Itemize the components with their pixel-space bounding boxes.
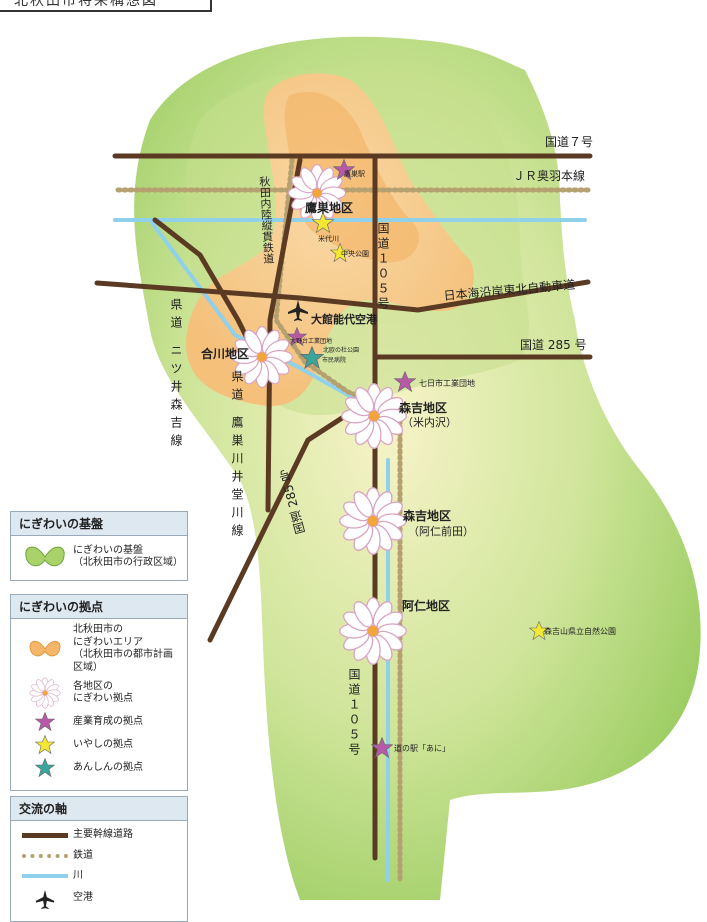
legend-item: 鉄道 (17, 850, 181, 863)
legend-item: 空港 (17, 889, 181, 909)
legend-item: 産業育成の拠点 (17, 712, 181, 732)
label-moriyoshi-yonaizawa-sub: （米内沢） (402, 415, 457, 429)
legend-axis-text-0: 主要幹線道路 (73, 829, 133, 840)
label-station-area: 鷹巣駅 (344, 169, 365, 178)
label-yoneshiro-river: 米代川 (318, 234, 339, 243)
legend-hubs-text-3: いやしの拠点 (73, 738, 133, 750)
label-takanosu: 鷹巣地区 (305, 200, 353, 215)
road-line-icon (17, 832, 73, 838)
label-nairiku-line: 秋田内陸縦貫鉄道 (257, 174, 275, 264)
river-line-icon (17, 874, 73, 879)
label-pref-takanosu: 県道 鷹巣川井堂川線 (230, 370, 244, 542)
label-michi-eki: 道の駅「あに」 (394, 743, 450, 753)
legend-hubs-text-4: あんしんの拠点 (73, 761, 143, 773)
label-pref-futatsui: 県道 ニツ井森吉線 (169, 298, 183, 452)
label-ani: 阿仁地区 (402, 598, 450, 613)
legend-item: にぎわいの基盤 （北秋田市の行政区域） (17, 544, 183, 570)
flower-icon (17, 677, 73, 709)
butterfly-orange-icon (17, 636, 73, 662)
legend-hubs-text-0: 北秋田市の にぎわいエリア （北秋田市の都市計画区域） (73, 624, 173, 673)
butterfly-green-icon (17, 544, 73, 570)
label-route105-south: 国道１０５号 (347, 668, 361, 758)
label-hospital: 市民病院 (322, 356, 346, 364)
legend-axis: 交流の軸 主要幹線道路 鉄道 川 空港 (10, 796, 188, 922)
label-chuo-park: 中央公園 (341, 249, 369, 258)
teal-star-icon (17, 758, 73, 778)
legend-item: 北秋田市の にぎわいエリア （北秋田市の都市計画区域） (17, 624, 181, 674)
label-kita-park: 北欧の杜公園 (323, 346, 359, 354)
purple-star-icon (17, 712, 73, 732)
legend-hubs: にぎわいの拠点 北秋田市の にぎわいエリア （北秋田市の都市計画区域） 各地区の… (10, 594, 188, 791)
legend-hubs-text-2: 産業育成の拠点 (73, 715, 143, 727)
legend-axis-text-2: 川 (73, 870, 83, 881)
legend-hubs-heading: にぎわいの拠点 (11, 595, 187, 619)
airplane-icon (288, 300, 308, 321)
label-moriyoshi-ani: 森吉地区 (403, 508, 451, 523)
airplane-icon (17, 889, 73, 909)
legend-item: あんしんの拠点 (17, 758, 181, 778)
yellow-star-icon (17, 735, 73, 755)
label-route285-east: 国道 285 号 (520, 338, 587, 352)
label-jr-line: ＪＲ奥羽本線 (513, 168, 585, 183)
legend-axis-text-1: 鉄道 (73, 849, 93, 861)
rail-line-icon (17, 853, 73, 858)
label-moriyoshi-yonaizawa: 森吉地区 (399, 400, 447, 415)
label-industrial-aikawa: 大野台工業団地 (290, 337, 332, 345)
label-airport: 大館能代空港 (311, 312, 378, 326)
label-moriyoshi-ani-sub: （阿仁前田） (408, 524, 474, 538)
label-moriyoshi-park: 森吉山県立自然公園 (544, 626, 616, 636)
legend-item: 川 (17, 870, 181, 883)
legend-item: 各地区の にぎわい拠点 (17, 677, 181, 709)
map-title: 北秋田市将来構想図 (0, 0, 212, 12)
legend-base-text: にぎわいの基盤 （北秋田市の行政区域） (73, 544, 183, 569)
legend-axis-heading: 交流の軸 (11, 797, 187, 821)
label-route7: 国道７号 (545, 135, 593, 149)
label-aikawa: 合川地区 (201, 346, 249, 361)
legend-base-heading: にぎわいの基盤 (11, 512, 187, 536)
legend-item: いやしの拠点 (17, 735, 181, 755)
label-route105-north: 国道１０５号 (376, 222, 390, 312)
legend-base: にぎわいの基盤 にぎわいの基盤 （北秋田市の行政区域） (10, 511, 188, 581)
legend-hubs-text-1: 各地区の にぎわい拠点 (73, 680, 133, 705)
legend-item: 主要幹線道路 (17, 829, 181, 842)
label-industrial-park: 七日市工業団地 (419, 378, 475, 388)
legend-axis-text-3: 空港 (73, 892, 93, 904)
